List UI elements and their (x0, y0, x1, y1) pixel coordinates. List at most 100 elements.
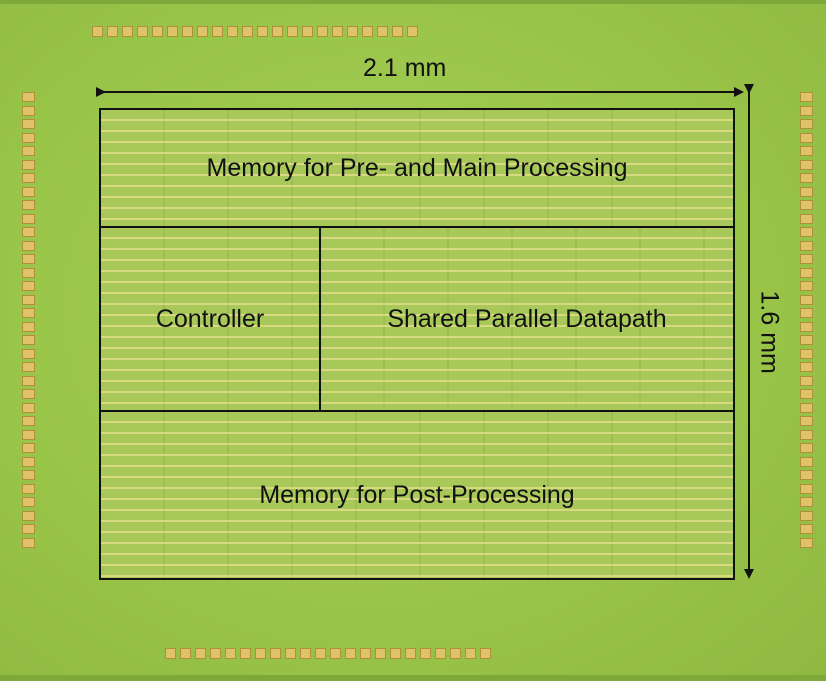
bond-pad (152, 26, 163, 37)
bond-pad (800, 456, 813, 467)
bond-pad (800, 470, 813, 480)
bond-pad (22, 281, 35, 291)
bond-pad (800, 240, 813, 251)
bond-pads-bottom (165, 648, 491, 659)
bond-pads-right (800, 92, 813, 548)
bond-pad (22, 173, 35, 183)
bond-pad (332, 26, 343, 37)
bond-pads-left (22, 92, 35, 548)
bond-pad (360, 648, 371, 659)
bond-pad (22, 483, 35, 494)
bond-pad (800, 119, 813, 129)
bond-pad (800, 443, 813, 453)
bond-pad (800, 483, 813, 494)
bond-pad (22, 186, 35, 197)
bond-pad (800, 200, 813, 210)
bond-pad (390, 648, 401, 659)
bond-pad (800, 281, 813, 291)
bond-pad (450, 648, 461, 659)
bond-pad (195, 648, 206, 659)
bond-pad (800, 132, 813, 143)
bond-pad (800, 254, 813, 264)
bond-pad (480, 648, 491, 659)
bond-pad (210, 648, 221, 659)
bond-pads-top (92, 26, 418, 37)
bond-pad (285, 648, 296, 659)
bond-pad (465, 648, 476, 659)
bond-pad (22, 105, 35, 116)
bond-pad (22, 389, 35, 399)
block-controller-label: Controller (155, 304, 265, 333)
die-edge-bottom (0, 675, 826, 681)
bond-pad (180, 648, 191, 659)
bond-pad (257, 26, 268, 37)
bond-pad (22, 470, 35, 480)
bond-pad (287, 26, 298, 37)
bond-pad (302, 26, 313, 37)
bond-pad (22, 456, 35, 467)
bond-pad (92, 26, 103, 37)
die-edge-top (0, 0, 826, 4)
bond-pad (405, 648, 416, 659)
bond-pad (165, 648, 176, 659)
height-dimension-label: 1.6 mm (755, 290, 784, 374)
bond-pad (167, 26, 178, 37)
bond-pad (800, 348, 813, 359)
bond-pad (22, 429, 35, 440)
bond-pad (800, 227, 813, 237)
bond-pad (22, 416, 35, 426)
bond-pad (800, 294, 813, 305)
block-controller: Controller (99, 226, 321, 412)
bond-pad (22, 335, 35, 345)
bond-pad (22, 524, 35, 534)
bond-pad (22, 92, 35, 102)
block-top-memory: Memory for Pre- and Main Processing (99, 108, 735, 228)
block-bottom-memory: Memory for Post-Processing (99, 410, 735, 580)
bond-pad (315, 648, 326, 659)
bond-pad (22, 213, 35, 224)
bond-pad (800, 105, 813, 116)
bond-pad (22, 294, 35, 305)
bond-pad (182, 26, 193, 37)
bond-pad (800, 308, 813, 318)
bond-pad (800, 92, 813, 102)
bond-pad (22, 375, 35, 386)
bond-pad (800, 267, 813, 278)
bond-pad (22, 308, 35, 318)
bond-pad (377, 26, 388, 37)
bond-pad (345, 648, 356, 659)
bond-pad (22, 254, 35, 264)
bond-pad (800, 186, 813, 197)
bond-pad (22, 362, 35, 372)
width-dimension-label: 2.1 mm (363, 54, 447, 82)
bond-pad (392, 26, 403, 37)
bond-pad (22, 443, 35, 453)
bond-pad (22, 159, 35, 170)
bond-pad (227, 26, 238, 37)
block-top-memory-label: Memory for Pre- and Main Processing (206, 153, 628, 182)
block-datapath-label: Shared Parallel Datapath (387, 304, 667, 333)
bond-pad (22, 119, 35, 129)
bond-pad (800, 416, 813, 426)
bond-pad (22, 321, 35, 332)
bond-pad (22, 146, 35, 156)
bond-pad (212, 26, 223, 37)
bond-pad (22, 240, 35, 251)
bond-pad (122, 26, 133, 37)
bond-pad (242, 26, 253, 37)
bond-pad (800, 173, 813, 183)
bond-pad (22, 227, 35, 237)
bond-pad (435, 648, 446, 659)
bond-pad (800, 362, 813, 372)
bond-pad (800, 510, 813, 521)
bond-pad (22, 267, 35, 278)
bond-pad (800, 524, 813, 534)
block-bottom-memory-label: Memory for Post-Processing (259, 480, 575, 509)
bond-pad (22, 348, 35, 359)
bond-pad (272, 26, 283, 37)
bond-pad (347, 26, 358, 37)
bond-pad (197, 26, 208, 37)
bond-pad (800, 429, 813, 440)
